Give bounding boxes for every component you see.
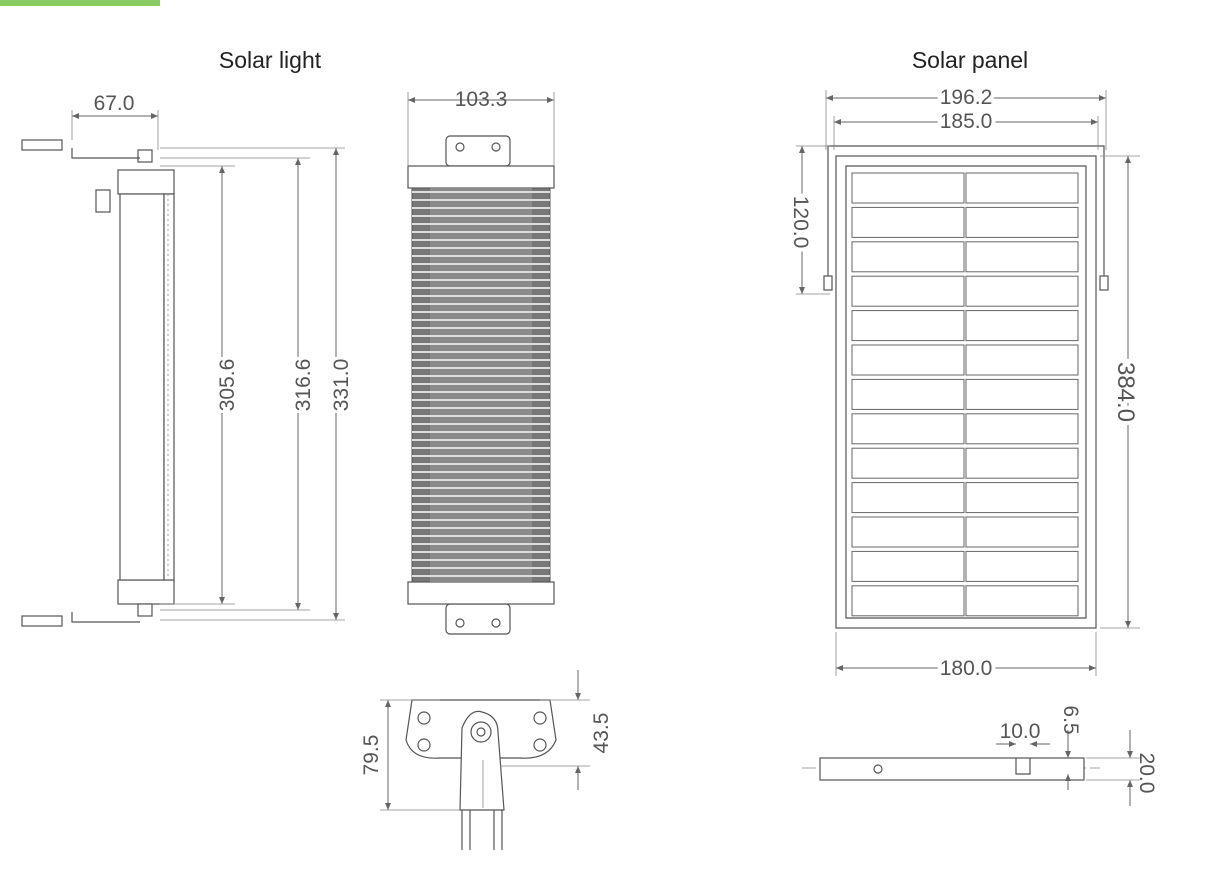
dim-mount-offset: 67.0 — [94, 92, 135, 115]
solar-panel-title: Solar panel — [912, 47, 1028, 73]
dim-panel-bracket-height: 120.0 — [789, 196, 812, 249]
dim-panel-height: 384.0 — [1112, 362, 1139, 422]
header-accent — [0, 0, 160, 6]
solar-panel-front-view — [796, 90, 1140, 676]
solar-cell — [965, 344, 1079, 376]
solar-cell — [965, 482, 1079, 514]
dim-width: 103.3 — [455, 88, 508, 111]
solar-cell — [851, 516, 965, 548]
solar-cell — [851, 206, 965, 238]
dim-bracket-height: 79.5 — [360, 735, 383, 776]
solar-cell — [851, 310, 965, 342]
solar-cell — [851, 585, 965, 617]
dim-total-length: 331.0 — [330, 359, 353, 412]
solar-cell — [965, 516, 1079, 548]
solar-cell — [965, 585, 1079, 617]
solar-cell — [965, 241, 1079, 273]
solar-cell — [965, 447, 1079, 479]
dim-body-length: 305.6 — [216, 359, 239, 412]
solar-cell — [965, 550, 1079, 582]
solar-cell — [851, 413, 965, 445]
dim-bracket-offset: 43.5 — [590, 713, 613, 754]
solar-panel-side-view — [802, 730, 1140, 806]
bracket-view — [380, 670, 590, 850]
solar-cell — [965, 275, 1079, 307]
solar-cell — [851, 550, 965, 582]
solar-cell — [851, 378, 965, 410]
dim-slot-width: 10.0 — [1000, 720, 1041, 743]
dim-thickness: 20.0 — [1135, 753, 1158, 794]
solar-cell — [851, 482, 965, 514]
solar-cell — [965, 413, 1079, 445]
solar-light-title: Solar light — [219, 47, 322, 73]
solar-cell — [851, 447, 965, 479]
solar-cell — [851, 241, 965, 273]
dim-bracket-width: 185.0 — [940, 110, 993, 133]
dim-slot-height: 6.5 — [1059, 705, 1082, 734]
solar-cell — [965, 310, 1079, 342]
dim-outer-width: 196.2 — [940, 86, 993, 109]
solar-cell — [851, 344, 965, 376]
solar-light-front-view — [407, 92, 555, 635]
dim-light-length: 316.6 — [292, 359, 315, 412]
solar-cell — [965, 172, 1079, 204]
solar-cell — [851, 172, 965, 204]
solar-cell — [965, 206, 1079, 238]
solar-cell — [965, 378, 1079, 410]
dim-panel-width: 180.0 — [940, 657, 993, 680]
solar-cell — [851, 275, 965, 307]
